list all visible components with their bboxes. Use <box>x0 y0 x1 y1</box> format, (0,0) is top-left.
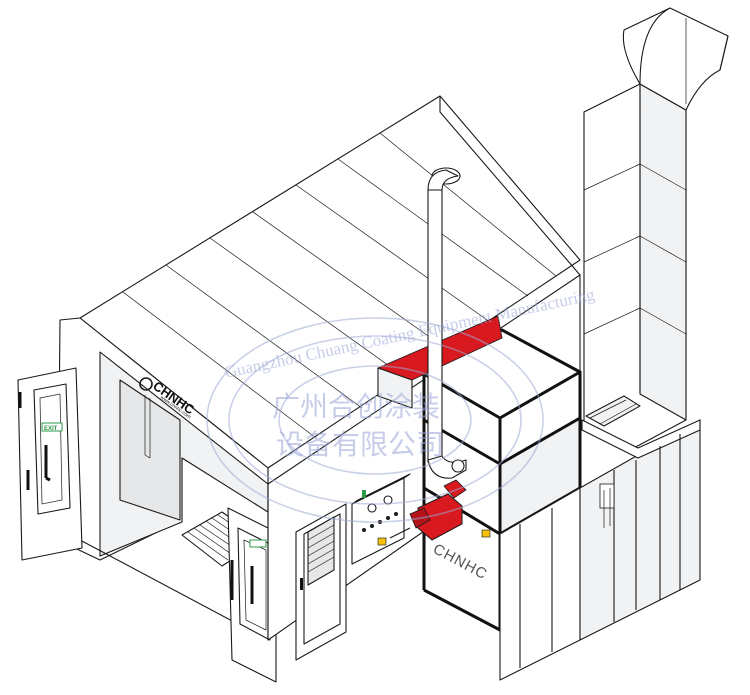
exhaust-control-box[interactable] <box>599 483 615 509</box>
left-door-leaf[interactable]: EXIT <box>17 367 83 561</box>
exit-sign-right <box>249 539 267 548</box>
heater-warning-label <box>481 529 491 538</box>
control-light-2 <box>370 524 374 528</box>
service-door[interactable] <box>295 503 347 661</box>
exhaust-cabinet <box>499 395 701 681</box>
watermark-cn-line1: 广州合创涂装 <box>272 391 440 423</box>
watermark-cn-line2: 设备有限公司 <box>276 429 444 461</box>
service-door-handle[interactable] <box>300 578 303 590</box>
control-light-5 <box>394 512 398 516</box>
warning-label <box>377 537 387 546</box>
control-light-4 <box>386 516 390 520</box>
burner <box>409 459 467 541</box>
exit-sign <box>41 422 63 432</box>
control-light-1 <box>362 528 366 532</box>
door-handle[interactable] <box>44 445 51 482</box>
exhaust-stack <box>583 7 729 451</box>
cabinet-status-light <box>362 490 366 498</box>
flue-pipe <box>427 167 467 479</box>
right-door-leaf[interactable] <box>227 507 277 683</box>
booth-front-frame <box>57 317 269 641</box>
burner-sight-glass <box>451 459 465 473</box>
control-cabinet[interactable] <box>351 473 411 565</box>
exit-sign-text: EXIT <box>44 426 58 432</box>
outlet-duct <box>377 367 413 409</box>
